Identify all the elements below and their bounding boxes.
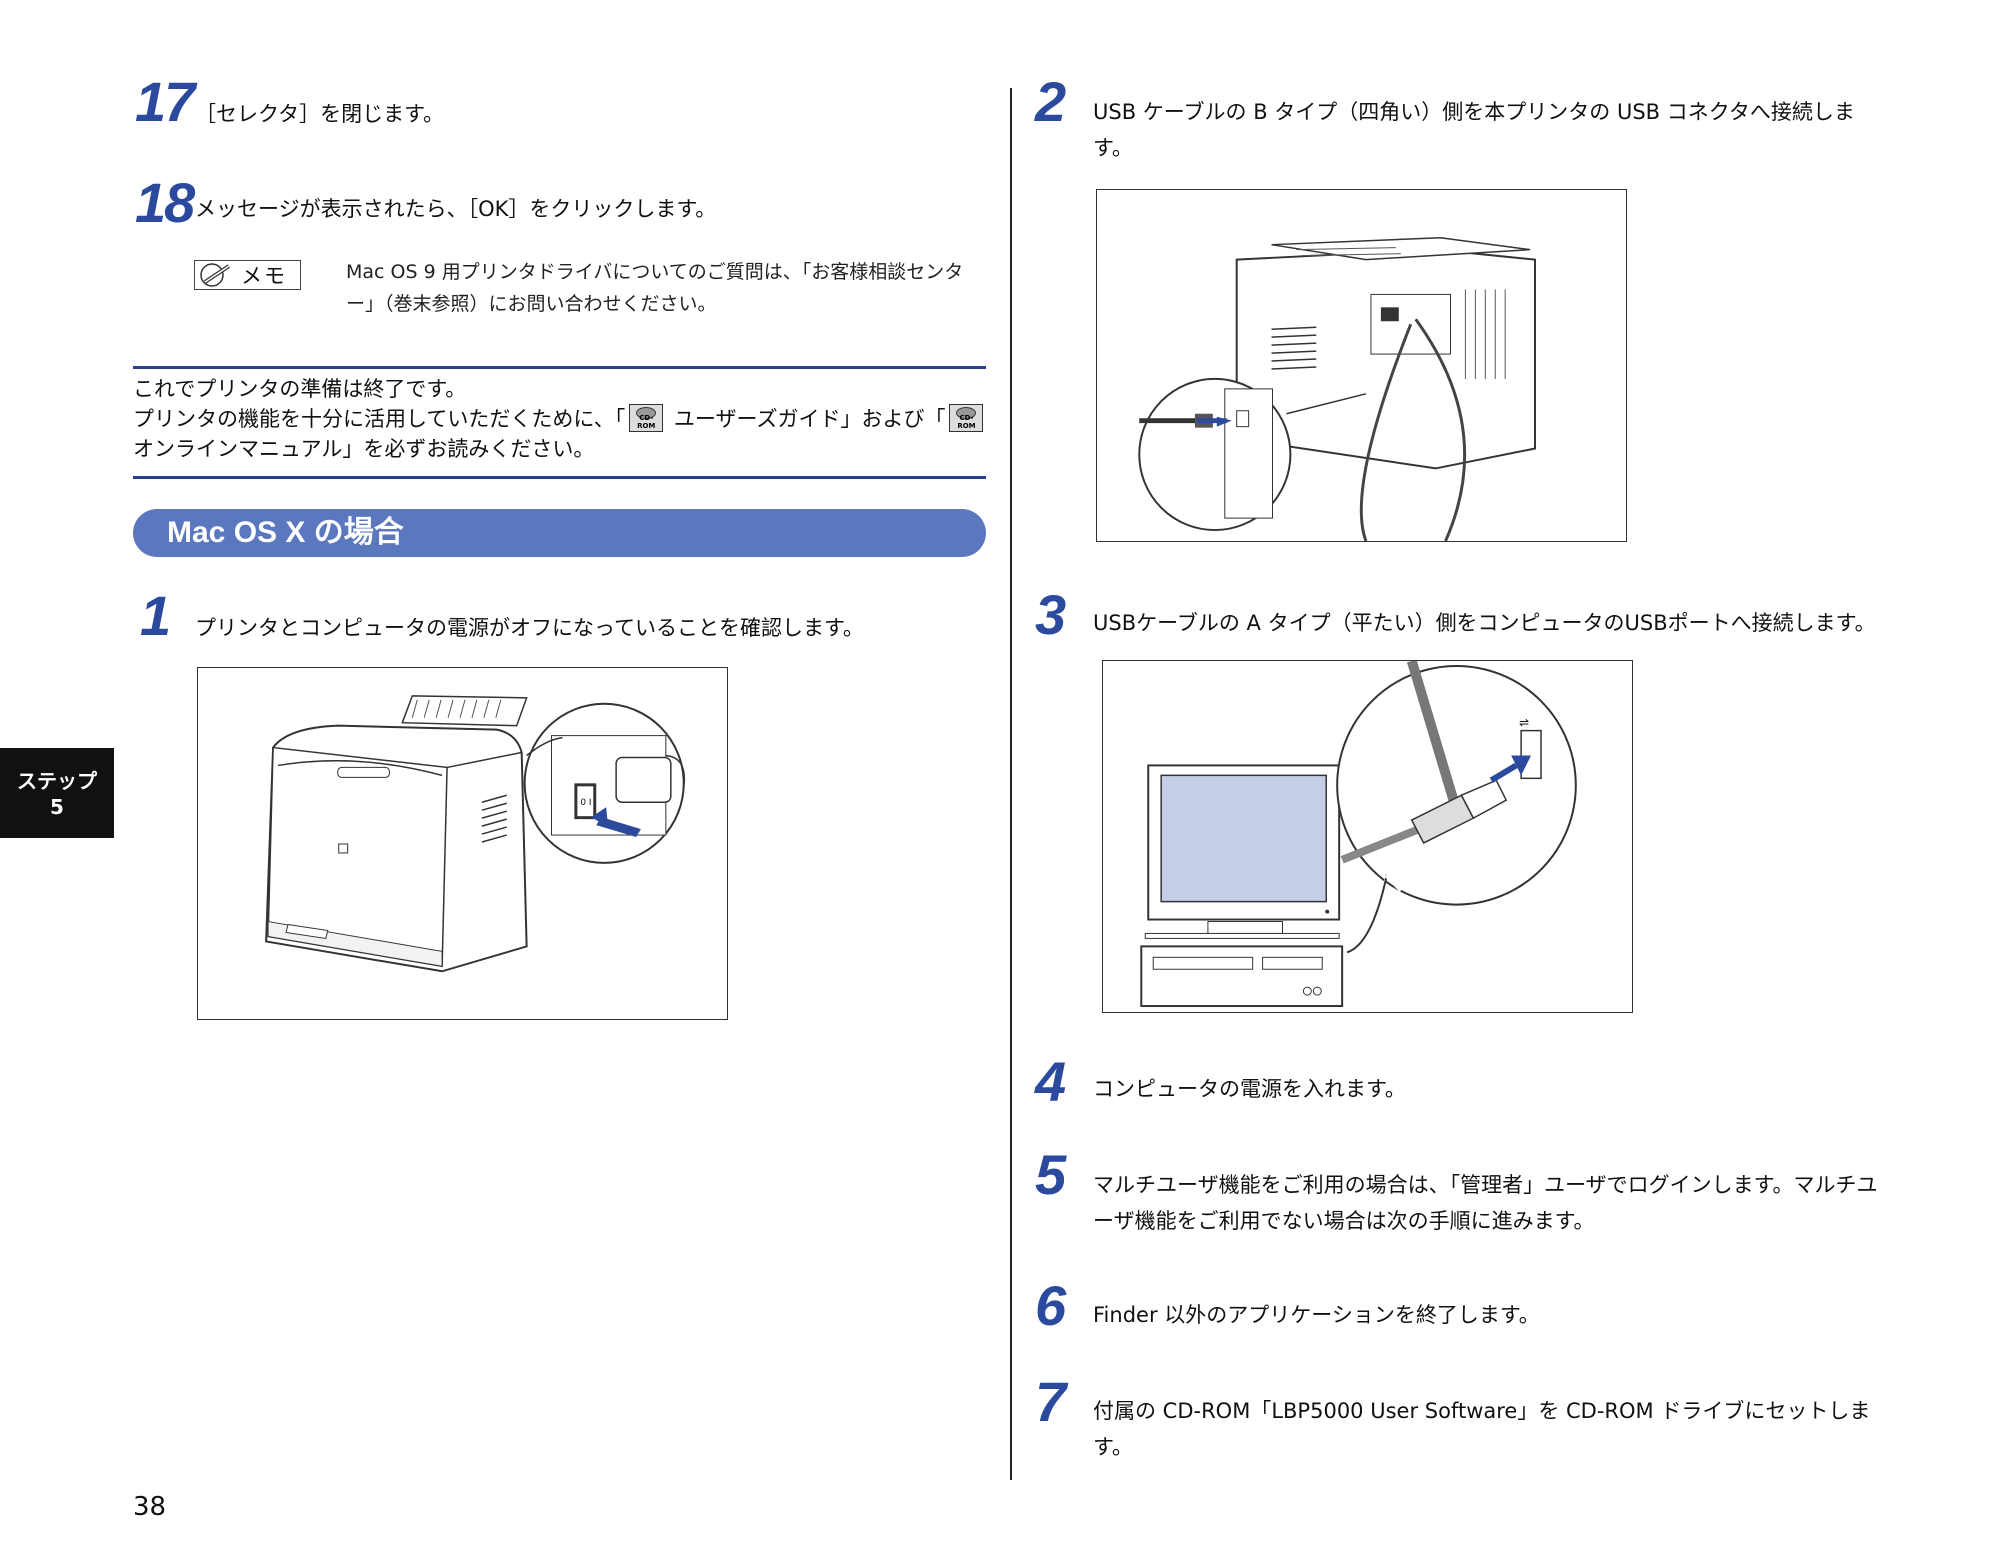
svg-text:0 I: 0 I	[580, 798, 591, 808]
step-1-text: プリンタとコンピュータの電源がオフになっていることを確認します。	[195, 616, 864, 640]
step-number-1: 1	[140, 584, 171, 647]
summary-line-2-guide: ユーザーズガイド」および「	[667, 407, 946, 431]
step-5-text: マルチユーザ機能をご利用の場合は、「管理者」ユーザでログインします。マルチユーザ…	[1093, 1173, 1878, 1233]
cd-rom-icon: CD-ROM	[949, 404, 984, 432]
page-number: 38	[133, 1492, 167, 1522]
summary-line-2: プリンタの機能を十分に活用していただくために、「 CD-ROM ユーザーズガイド」…	[133, 404, 993, 434]
step-17-text: ［セレクタ］を閉じます。	[195, 102, 445, 126]
usb-b-connection-illustration	[1096, 189, 1627, 542]
step-number-18: 18	[135, 171, 195, 234]
memo-text: Mac OS 9 用プリンタドライバについてのご質問は、「お客様相談センター」（…	[346, 261, 964, 315]
step-18-text: メッセージが表示されたら、［OK］をクリックします。	[195, 197, 717, 221]
column-divider	[1010, 88, 1012, 1480]
step-number-3: 3	[1035, 583, 1066, 646]
top-rule	[133, 366, 986, 369]
step-number-7: 7	[1035, 1370, 1066, 1433]
summary-line-1: これでプリンタの準備は終了です。	[133, 377, 467, 401]
printer-power-switch-illustration: 0 I	[197, 667, 728, 1020]
step-number-2: 2	[1035, 70, 1066, 133]
step-number-6: 6	[1035, 1274, 1066, 1337]
pencil-icon	[200, 263, 231, 287]
step-number-4: 4	[1035, 1050, 1066, 1113]
step-7-text: 付属の CD-ROM「LBP5000 User Software」を CD-RO…	[1093, 1399, 1871, 1459]
chapter-tab-label: ステップ	[17, 769, 97, 793]
cd-rom-icon-label: CD-ROM	[637, 414, 656, 430]
chapter-tab: ステップ 5	[0, 748, 114, 838]
summary-line-2-start: プリンタの機能を十分に活用していただくために、「	[133, 407, 626, 431]
step-number-17: 17	[135, 70, 195, 133]
bottom-rule	[133, 476, 986, 479]
cd-rom-icon-label: CD-ROM	[957, 414, 976, 430]
chapter-tab-number: 5	[50, 795, 64, 819]
section-title-mac-os-x: Mac OS X の場合	[133, 509, 986, 557]
summary-block: これでプリンタの準備は終了です。 プリンタの機能を十分に活用していただくために、…	[133, 374, 993, 464]
step-3-text: USBケーブルの A タイプ（平たい）側をコンピュータのUSBポートへ接続します…	[1093, 611, 1876, 635]
step-6-text: Finder 以外のアプリケーションを終了します。	[1093, 1303, 1540, 1327]
step-2-text: USB ケーブルの B タイプ（四角い）側を本プリンタの USB コネクタへ接続…	[1093, 100, 1855, 160]
usb-a-connection-illustration: ⇌	[1102, 660, 1633, 1013]
cd-rom-icon: CD-ROM	[629, 404, 664, 432]
step-4-text: コンピュータの電源を入れます。	[1093, 1077, 1406, 1101]
memo-badge: メモ	[194, 260, 301, 290]
step-number-5: 5	[1035, 1143, 1066, 1206]
svg-text:⇌: ⇌	[1519, 716, 1529, 730]
memo-label: メモ	[241, 264, 287, 288]
summary-line-3: オンラインマニュアル」を必ずお読みください。	[133, 437, 595, 461]
